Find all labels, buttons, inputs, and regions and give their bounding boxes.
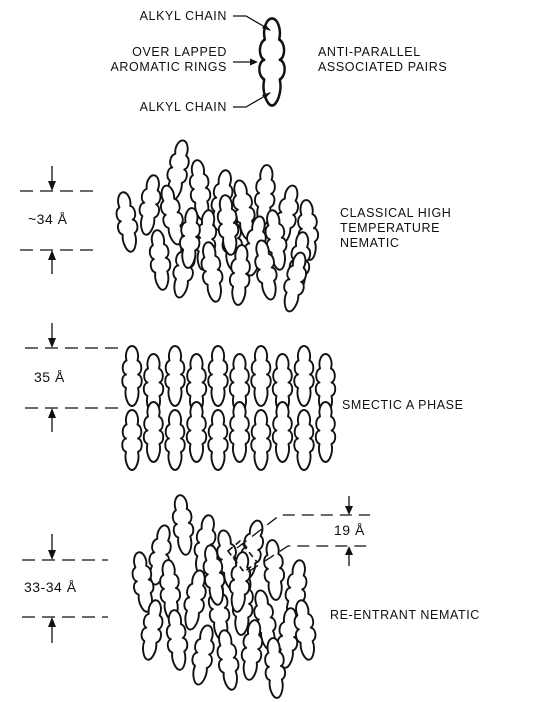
- smectic-molecule: [251, 346, 271, 406]
- smectic-molecule: [165, 410, 185, 470]
- reentrant-molecule: [214, 629, 242, 691]
- smectic-molecule: [187, 402, 207, 462]
- reentrant-molecule: [188, 624, 218, 686]
- nematic-molecule: [198, 241, 226, 303]
- smectic-molecule: [273, 402, 293, 462]
- legend-molecule: [259, 18, 284, 105]
- overlapped-rings-label: OVER LAPPED AROMATIC RINGS: [110, 45, 227, 75]
- reentrant-molecule: [262, 539, 286, 600]
- smectic-molecule: [122, 410, 142, 470]
- smectic-molecule: [165, 346, 185, 406]
- smectic-molecule: [122, 346, 142, 406]
- nematic-phase-line2: TEMPERATURE: [340, 221, 451, 236]
- nematic-phase-line3: NEMATIC: [340, 236, 451, 251]
- alkyl-chain-label-bottom: ALKYL CHAIN: [140, 100, 227, 115]
- smectic-molecule: [230, 402, 250, 462]
- overlapped-rings-line1: OVER LAPPED: [110, 45, 227, 60]
- nematic-spacing-label: ~34 Å: [28, 211, 67, 227]
- smectic-molecule-layers: [122, 346, 335, 470]
- smectic-spacing-label: 35 Å: [34, 369, 65, 385]
- nematic-phase-line1: CLASSICAL HIGH: [340, 206, 451, 221]
- smectic-molecule: [251, 410, 271, 470]
- alkyl-chain-label-top: ALKYL CHAIN: [140, 9, 227, 24]
- smectic-molecule: [208, 410, 228, 470]
- pairs-label: ANTI-PARALLEL ASSOCIATED PAIRS: [318, 45, 447, 75]
- smectic-molecule: [208, 346, 228, 406]
- nematic-phase-label: CLASSICAL HIGH TEMPERATURE NEMATIC: [340, 206, 451, 251]
- pairs-label-line1: ANTI-PARALLEL: [318, 45, 447, 60]
- nematic-molecule: [147, 229, 173, 291]
- nematic-molecule: [136, 174, 164, 236]
- smectic-phase-label: SMECTIC A PHASE: [342, 398, 464, 413]
- smectic-molecule: [294, 410, 314, 470]
- pairs-label-line2: ASSOCIATED PAIRS: [318, 60, 447, 75]
- reentrant-molecule-cluster: [129, 494, 319, 698]
- reentrant-spacing-label: 33-34 Å: [24, 579, 77, 595]
- nematic-molecule: [113, 191, 141, 253]
- reentrant-inner-spacing-label: 19 Å: [334, 522, 365, 538]
- reentrant-phase-label: RE-ENTRANT NEMATIC: [330, 608, 480, 623]
- overlapped-rings-line2: AROMATIC RINGS: [110, 60, 227, 75]
- smectic-molecule: [316, 402, 336, 462]
- nematic-molecule-cluster: [113, 139, 320, 314]
- smectic-molecule: [144, 402, 164, 462]
- reentrant-molecule: [170, 494, 196, 556]
- smectic-molecule: [294, 346, 314, 406]
